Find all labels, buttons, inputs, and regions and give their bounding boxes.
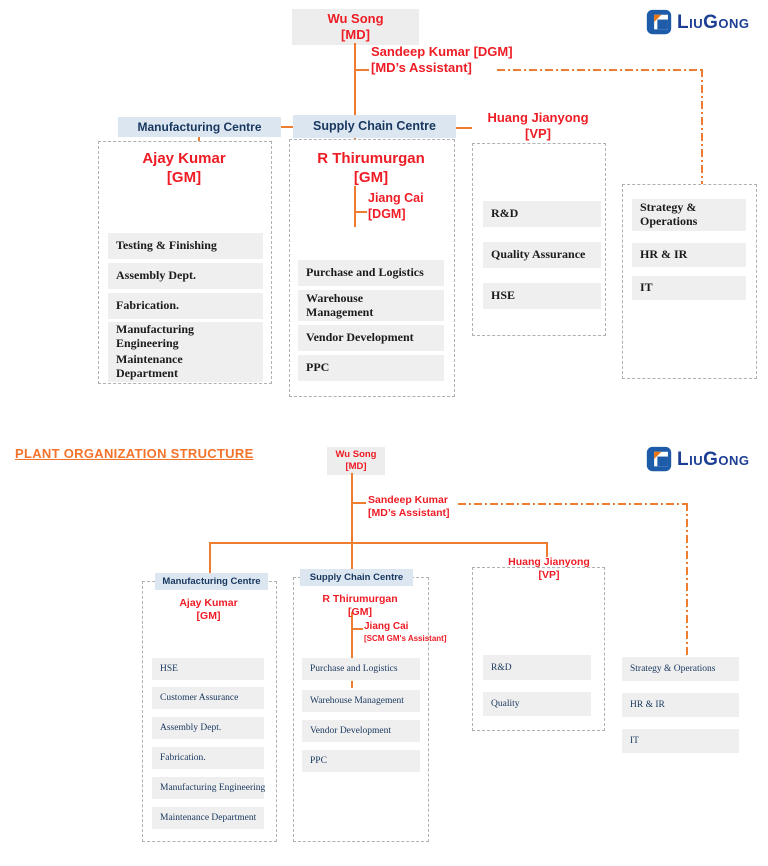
connector-top-dashdot-horizontal — [497, 69, 703, 71]
item-strategy-operations: Strategy & Operations — [622, 657, 739, 681]
top-vp-name: Huang Jianyong — [487, 110, 589, 125]
item-quality-assurance: Quality Assurance — [483, 242, 601, 268]
logo-orange-triangle — [654, 451, 662, 459]
top-header-manufacturing: Manufacturing Centre — [118, 117, 281, 137]
connector-top-jiangcai-vertical — [354, 186, 356, 227]
top-assistant-name: Sandeep Kumar [DGM] — [371, 44, 513, 59]
item-maintenance-department: Maintenance Department — [108, 352, 263, 382]
item-purchase-logistics: Purchase and Logistics — [302, 658, 420, 680]
item-fabrication: Fabrication. — [152, 747, 264, 769]
connector-bottom-assistant-branch — [351, 502, 366, 504]
item-vendor-development: Vendor Development — [302, 720, 420, 742]
item-rnd: R&D — [483, 655, 591, 680]
top-vp-title: [VP] — [525, 126, 551, 142]
top-assistant-label: Sandeep Kumar [DGM] [MD’s Assistant] — [371, 44, 561, 77]
bottom-supply-gm-name: R Thirumurgan — [322, 593, 398, 605]
connector-bottom-root-vertical — [351, 473, 353, 570]
item-hse: HSE — [483, 283, 601, 309]
liugong-logo-bottom: LiuGong — [646, 446, 750, 472]
bottom-supply-gm: R Thirumurgan [GM] — [293, 593, 427, 619]
bottom-supply-gm-title: [GM] — [348, 606, 372, 619]
bottom-manufacturing-gm-name: Ajay Kumar — [179, 597, 238, 609]
item-assembly-dept: Assembly Dept. — [152, 717, 264, 739]
connector-bottom-manufacturing-drop — [209, 542, 211, 575]
item-it: IT — [632, 276, 746, 300]
item-warehouse-management: Warehouse Management — [298, 290, 444, 321]
top-manufacturing-gm-name: Ajay Kumar — [142, 150, 226, 167]
item-vendor-development: Vendor Development — [298, 325, 444, 351]
item-it: IT — [622, 729, 739, 753]
item-purchase-logistics: Purchase and Logistics — [298, 260, 444, 286]
top-manufacturing-gm-title: [GM] — [166, 168, 202, 186]
item-assembly-dept: Assembly Dept. — [108, 263, 263, 289]
top-supply-gm: R Thirumurgan [GM] — [289, 150, 453, 188]
bottom-manufacturing-gm-title: [GM] — [196, 610, 221, 623]
item-testing-finishing: Testing & Finishing — [108, 233, 263, 259]
top-header-supply: Supply Chain Centre — [293, 115, 456, 138]
item-customer-assurance: Customer Assurance — [152, 687, 264, 709]
bottom-chart-title: PLANT ORGANIZATION STRUCTURE — [15, 446, 254, 461]
top-vp-label: Huang Jianyong [VP] — [474, 110, 602, 143]
connector-bottom-dashdot-vertical — [686, 503, 688, 655]
bottom-vp-title: [VP] — [538, 569, 560, 582]
bottom-assistant-title: [MD’s Assistant] — [368, 507, 450, 520]
liugong-logo-icon — [646, 446, 672, 472]
connector-top-jiangcai-tick — [356, 211, 367, 213]
top-supply-gm-title: [GM] — [353, 168, 389, 186]
bottom-vp-name: Huang Jianyong — [508, 556, 590, 568]
item-warehouse-management: Warehouse Management — [302, 690, 420, 712]
top-assistant-title: [MD’s Assistant] — [371, 60, 472, 76]
bottom-supply-assistant-title: [SCM GM's Assistant] — [364, 633, 447, 643]
bottom-vp-label: Huang Jianyong [VP] — [493, 556, 605, 582]
connector-top-dashdot-vertical — [701, 69, 703, 200]
item-hr-ir: HR & IR — [622, 693, 739, 717]
item-hse: HSE — [152, 658, 264, 680]
connector-top-assistant-branch — [354, 69, 369, 71]
top-supply-gm-name: R Thirumurgan — [317, 150, 425, 167]
bottom-manufacturing-gm: Ajay Kumar [GM] — [142, 597, 275, 623]
item-fabrication: Fabrication. — [108, 293, 263, 319]
item-strategy-operations: Strategy & Operations — [632, 199, 746, 231]
bottom-header-manufacturing: Manufacturing Centre — [155, 573, 268, 590]
top-supply-assistant-name: Jiang Cai — [368, 191, 424, 205]
bottom-root-name: Wu Song — [335, 449, 377, 460]
bottom-header-supply: Supply Chain Centre — [300, 569, 413, 586]
bottom-root-title: [MD] — [345, 460, 367, 472]
item-ppc: PPC — [298, 355, 444, 381]
top-root-name: Wu Song — [327, 11, 384, 26]
bottom-assistant-label: Sandeep Kumar [MD’s Assistant] — [368, 494, 498, 520]
item-hr-ir: HR & IR — [632, 243, 746, 267]
liugong-wordmark: LiuGong — [677, 448, 750, 470]
connector-bottom-jiangcai-tick — [353, 628, 363, 630]
item-manufacturing-engineering: Manufacturing Engineering — [152, 777, 265, 799]
connector-top-root-vertical — [354, 43, 356, 117]
top-supply-assistant-title: [DGM] — [368, 206, 406, 221]
item-maintenance-department: Maintenance Department — [152, 807, 264, 829]
connector-bottom-below-purchase-tick — [351, 681, 353, 688]
connector-bottom-jiangcai-vertical — [351, 612, 353, 658]
bottom-root-box: Wu Song [MD] — [327, 447, 385, 475]
connector-bottom-dashdot-horizontal — [458, 503, 688, 505]
top-root-box: Wu Song [MD] — [292, 9, 419, 45]
connector-top-header-left — [281, 126, 293, 128]
bottom-supply-assistant: Jiang Cai [SCM GM's Assistant] — [364, 621, 474, 644]
liugong-logo-icon — [646, 9, 672, 35]
bottom-supply-assistant-name: Jiang Cai — [364, 621, 409, 632]
item-ppc: PPC — [302, 750, 420, 772]
connector-bottom-horizontal-bar — [209, 542, 548, 544]
top-supply-assistant: Jiang Cai [DGM] — [368, 191, 458, 222]
item-quality: Quality — [483, 692, 591, 716]
connector-bottom-vp-drop — [546, 542, 548, 557]
item-manufacturing-engineering: Manufacturing Engineering — [108, 322, 263, 352]
logo-orange-triangle — [654, 14, 662, 22]
liugong-logo: LiuGong — [646, 9, 750, 35]
bottom-assistant-name: Sandeep Kumar — [368, 494, 448, 506]
liugong-wordmark: LiuGong — [677, 11, 750, 33]
top-root-title: [MD] — [341, 27, 370, 43]
item-rnd: R&D — [483, 201, 601, 227]
connector-top-header-right — [456, 127, 472, 129]
top-manufacturing-gm: Ajay Kumar [GM] — [98, 150, 270, 188]
